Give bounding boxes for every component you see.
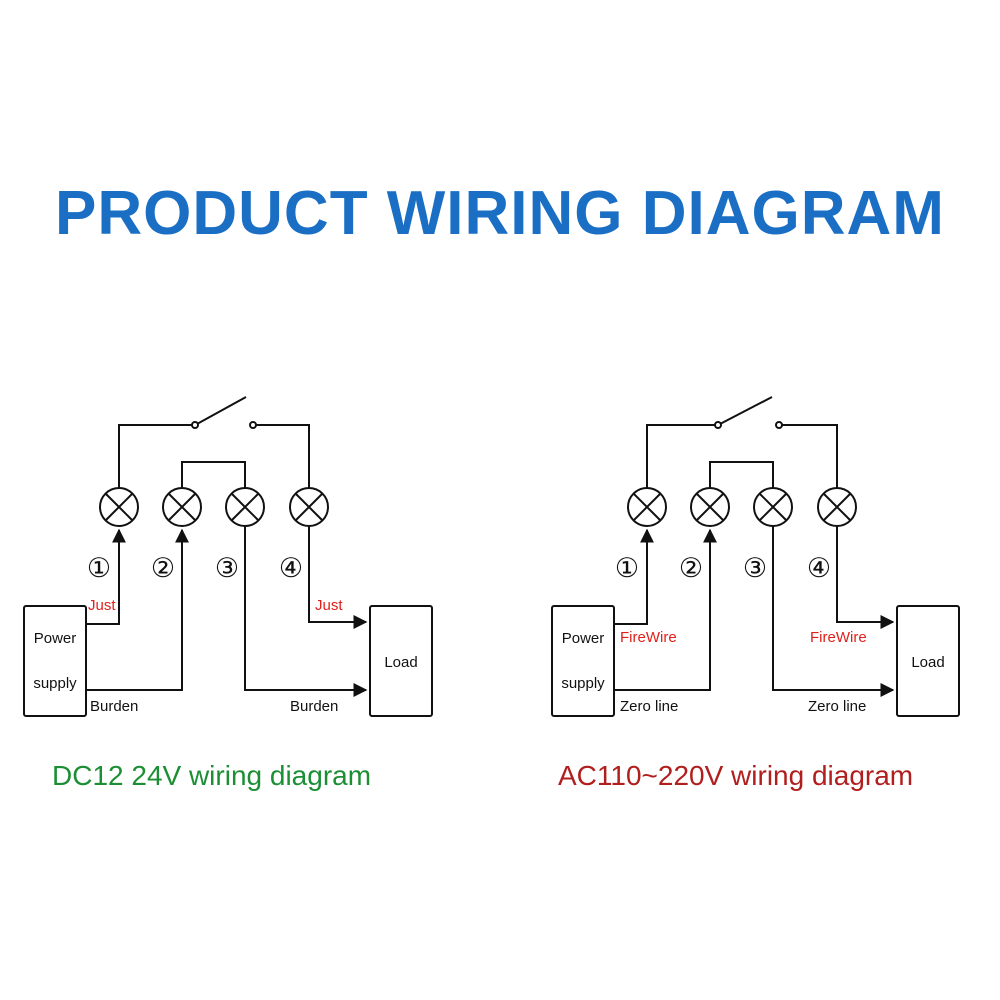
ac-diagram bbox=[551, 396, 960, 717]
ac-negative-label-left: Zero line bbox=[620, 698, 678, 715]
page-title: PRODUCT WIRING DIAGRAM bbox=[55, 179, 945, 248]
ac-bridge-wire bbox=[709, 461, 774, 488]
dc-lamp-1 bbox=[99, 487, 139, 527]
dc-load-label: Load bbox=[384, 654, 417, 671]
dc-positive-label-left: Just bbox=[88, 597, 116, 614]
dc-caption: DC12 24V wiring diagram bbox=[52, 760, 372, 791]
dc-positive-label-right: Just bbox=[315, 597, 343, 614]
ac-terminal-2-label: ② bbox=[679, 553, 703, 583]
ac-caption: AC110~220V wiring diagram bbox=[558, 760, 914, 791]
ac-terminal-4-label: ④ bbox=[807, 553, 831, 583]
dc-negative-label-right: Burden bbox=[290, 698, 338, 715]
ac-terminal-3-label: ③ bbox=[743, 553, 767, 583]
dc-wire-negative-out bbox=[244, 526, 368, 697]
ac-terminal-1-label: ① bbox=[615, 553, 639, 583]
dc-power-supply-box bbox=[23, 605, 87, 717]
dc-diagram bbox=[23, 396, 433, 717]
ac-lamp-4 bbox=[817, 487, 857, 527]
dc-bridge-wire bbox=[181, 461, 246, 488]
ac-power-label-2: supply bbox=[561, 675, 605, 692]
dc-lamp-2 bbox=[162, 487, 202, 527]
dc-terminal-2-label: ② bbox=[151, 553, 175, 583]
ac-switch bbox=[646, 396, 838, 488]
dc-switch bbox=[118, 396, 310, 488]
dc-terminal-3-label: ③ bbox=[215, 553, 239, 583]
dc-wire-positive-in bbox=[86, 528, 126, 625]
ac-lamp-3 bbox=[753, 487, 793, 527]
ac-wire-live-out bbox=[836, 526, 895, 629]
ac-wire-neutral-in bbox=[614, 528, 717, 691]
dc-load-box bbox=[369, 605, 433, 717]
dc-lamp-4 bbox=[289, 487, 329, 527]
dc-terminal-1-label: ① bbox=[87, 553, 111, 583]
dc-lamp-3 bbox=[225, 487, 265, 527]
ac-positive-label-left: FireWire bbox=[620, 629, 677, 646]
ac-load-box bbox=[896, 605, 960, 717]
dc-power-label-1: Power bbox=[34, 630, 77, 647]
dc-terminal-4-label: ④ bbox=[279, 553, 303, 583]
ac-load-label: Load bbox=[911, 654, 944, 671]
ac-power-label-1: Power bbox=[562, 630, 605, 647]
ac-wire-live-in bbox=[614, 528, 654, 625]
ac-lamp-1 bbox=[627, 487, 667, 527]
ac-negative-label-right: Zero line bbox=[808, 698, 866, 715]
dc-wire-positive-out bbox=[308, 526, 368, 629]
dc-negative-label-left: Burden bbox=[90, 698, 138, 715]
dc-power-label-2: supply bbox=[33, 675, 77, 692]
ac-lamp-2 bbox=[690, 487, 730, 527]
ac-power-supply-box bbox=[551, 605, 615, 717]
ac-positive-label-right: FireWire bbox=[810, 629, 867, 646]
dc-wire-negative-in bbox=[86, 528, 189, 691]
ac-wire-neutral-out bbox=[772, 526, 895, 697]
